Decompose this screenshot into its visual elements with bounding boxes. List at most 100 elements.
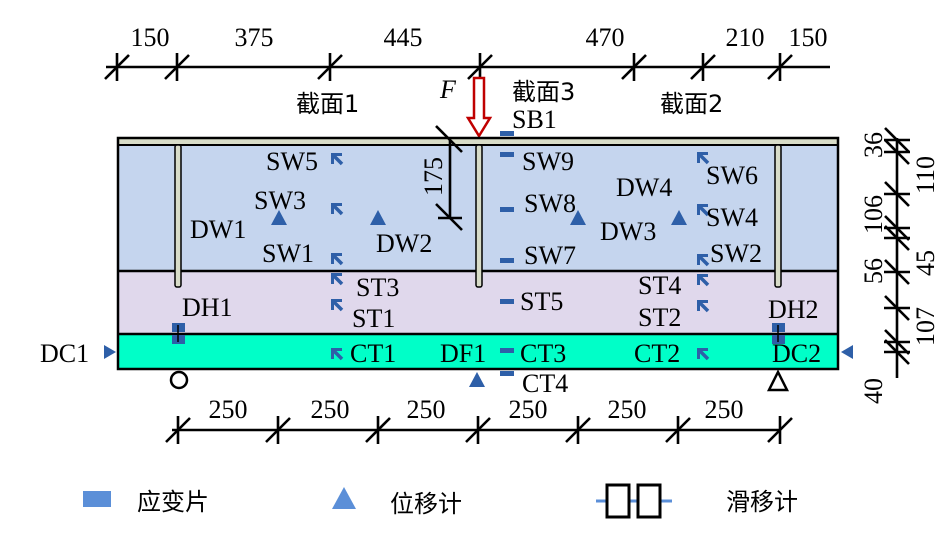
bottom-dim-5: 250 [608, 395, 647, 424]
legend-label-strain-gauge: 应变片 [137, 488, 209, 516]
right-dim-45: 45 [911, 250, 940, 276]
label-DW4: DW4 [616, 173, 672, 202]
sensor-labels: SB1 SW5 SW3 DW1 SW1 DW2 SW9 SW8 SW7 DW4 … [40, 105, 821, 398]
label-DF1: DF1 [440, 339, 486, 368]
label-SW3: SW3 [254, 186, 306, 215]
label-ST2: ST2 [638, 303, 681, 332]
right-dim-107: 107 [911, 307, 940, 346]
label-DH1: DH1 [182, 293, 233, 322]
label-ST4: ST4 [638, 271, 681, 300]
strain-gauge-SW4 [697, 204, 710, 217]
strain-gauge-SW3 [331, 203, 344, 216]
section-dimension-175: 175 [419, 125, 463, 231]
pin-support-icon [169, 370, 189, 390]
strain-gauge-CT1 [331, 348, 344, 361]
dimension-slash [565, 417, 591, 443]
legend-item-displacement-meter: 位移计 [332, 487, 462, 518]
label-SW9: SW9 [522, 147, 574, 176]
stiffener-left [174, 144, 182, 288]
label-ST1: ST1 [352, 304, 395, 333]
slip-meter-DH1 [172, 323, 185, 344]
strain-gauge-SW9 [500, 152, 514, 157]
legend-item-slip-meter: 滑移计 [596, 483, 798, 519]
label-ST5: ST5 [520, 287, 563, 316]
dimension-slash [690, 54, 716, 80]
dimension-slash [884, 215, 910, 241]
section-3-label: 截面3 [512, 78, 575, 106]
load-label: F [439, 75, 457, 104]
right-dim-106: 106 [859, 195, 888, 234]
load-arrow-icon [465, 76, 493, 139]
label-DH2: DH2 [768, 295, 819, 324]
label-ST3: ST3 [356, 273, 399, 302]
displacement-DF1 [469, 372, 485, 387]
label-DW2: DW2 [376, 229, 432, 258]
bottom-dim-6: 250 [705, 395, 744, 424]
dimension-slash [317, 54, 343, 80]
top-dim-4: 470 [586, 23, 625, 52]
strain-gauge-SB1 [500, 131, 514, 136]
label-DC1: DC1 [40, 339, 89, 368]
stiffener-right [774, 144, 782, 288]
dimension-slash [884, 225, 910, 251]
strain-gauge-CT2 [697, 348, 710, 361]
label-SW1: SW1 [262, 239, 314, 268]
dimension-slash [884, 127, 910, 153]
dimension-slash [621, 54, 647, 80]
strain-gauge-ST4 [697, 274, 710, 287]
legend-item-strain-gauge: 应变片 [83, 488, 209, 516]
strain-gauge-CT3 [500, 348, 514, 353]
label-SW4: SW4 [706, 203, 758, 232]
label-DW3: DW3 [600, 217, 656, 246]
bottom-dim-3: 250 [407, 395, 446, 424]
top-dimension-line [104, 53, 830, 81]
strain-gauge-ST3 [331, 273, 344, 286]
dimension-slash [884, 329, 910, 355]
dimension-slash [767, 54, 793, 80]
displacement-DC2 [841, 345, 853, 359]
strain-gauge-CT4 [500, 371, 514, 376]
right-dimension-line: 36 106 56 40 110 45 107 [859, 127, 940, 404]
dimension-slash [884, 259, 910, 285]
strain-gauge-ST2 [697, 300, 710, 313]
roller-support-icon [766, 369, 790, 392]
top-dim-1: 150 [131, 23, 170, 52]
strain-gauge-ST1 [331, 299, 344, 312]
strain-gauge-SW2 [697, 254, 710, 267]
top-dimension-labels: 150 375 445 470 210 150 [131, 23, 828, 52]
right-dim-56: 56 [859, 258, 888, 284]
label-SW6: SW6 [706, 161, 758, 190]
dimension-slash [884, 295, 910, 321]
right-dim-110: 110 [911, 156, 940, 194]
bottom-dimension-labels: 250 250 250 250 250 250 [209, 395, 744, 424]
dimension-slash [665, 417, 691, 443]
strain-gauge-SW6 [697, 152, 710, 165]
displacement-DW1 [271, 210, 287, 225]
dimension-slash [884, 139, 910, 165]
dimension-slash [767, 417, 793, 443]
slip-meter-icon [596, 483, 672, 519]
dimension-slash [104, 54, 130, 80]
right-dim-36: 36 [859, 132, 888, 158]
top-dim-5: 210 [726, 23, 765, 52]
strain-gauge-ST5 [500, 299, 514, 304]
dimension-slash [467, 54, 493, 80]
legend: 应变片 位移计 滑移计 [83, 483, 798, 519]
top-dim-3: 445 [384, 23, 423, 52]
dimension-slash [365, 417, 391, 443]
legend-label-slip-meter: 滑移计 [726, 488, 798, 516]
label-CT4: CT4 [522, 369, 568, 398]
stiffener-center [475, 144, 483, 288]
label-DC2: DC2 [772, 339, 821, 368]
displacement-DW2 [370, 210, 386, 225]
sensors [104, 131, 853, 387]
bottom-dimension-line [165, 416, 793, 444]
dimension-slash [884, 339, 910, 365]
section-1-label: 截面1 [296, 90, 359, 118]
strain-gauge-SW7 [500, 258, 514, 263]
slip-meter-DH2 [772, 323, 785, 344]
displacement-DW4 [671, 210, 687, 225]
label-CT3: CT3 [520, 339, 566, 368]
section-dim-label: 175 [419, 157, 448, 196]
strain-gauge-icon [83, 491, 111, 507]
